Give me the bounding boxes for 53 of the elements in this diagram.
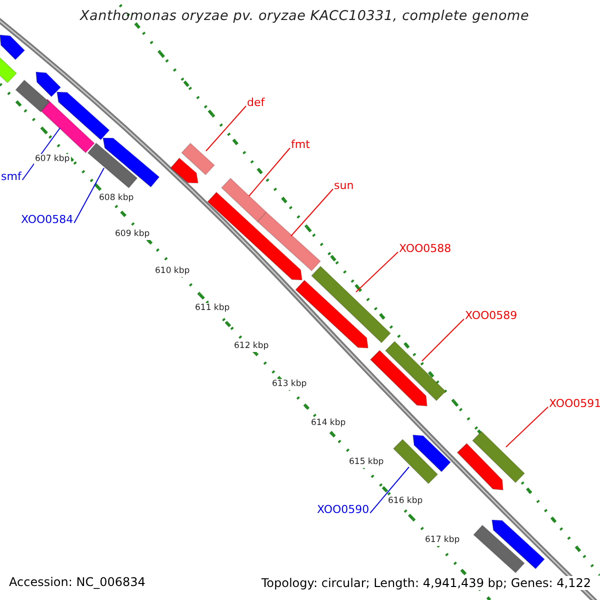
gene-segment (0, 34, 26, 60)
gene-segment (310, 266, 392, 344)
leader-line (290, 188, 334, 236)
title: Xanthomonas oryzae pv. oryzae KACC10331, complete genome (80, 10, 530, 24)
leader-line (506, 406, 548, 448)
scale-label: 615 kbp (348, 457, 385, 468)
scale-label: 608 kbp (98, 193, 135, 204)
leader-line (370, 466, 410, 514)
gene-segment (384, 340, 446, 402)
gene-label: fmt (291, 139, 310, 150)
gene-segment (472, 524, 526, 574)
scale-label: 610 kbp (154, 266, 191, 276)
gene-label: XOO0584 (21, 214, 74, 225)
scale-label: 614 kbp (310, 418, 347, 428)
gene-label: XOO0591 (549, 398, 600, 409)
gene-label: def (247, 97, 265, 108)
gene-segment (102, 138, 160, 188)
accession-text: Accession: NC_006834 (9, 576, 146, 588)
scale-label: 617 kbp (424, 535, 461, 546)
gene-segment (412, 434, 452, 472)
gene-segment (220, 178, 268, 222)
leader-line (422, 318, 464, 362)
gene-segment (256, 212, 322, 272)
gene-segment (180, 142, 216, 176)
scale-label: 616 kbp (387, 496, 424, 506)
scale-label: 612 kbp (233, 341, 270, 352)
scale-label: 613 kbp (271, 379, 308, 390)
gene-segment (56, 91, 110, 140)
genome-summary: Topology: circular; Length: 4,941,439 bp; Genes: 4,122 (259, 576, 593, 590)
gene-segment (370, 350, 428, 407)
gene-segment (294, 280, 369, 349)
gene-segment (472, 430, 526, 484)
scale-label: 607 kbp (34, 154, 71, 164)
gene-segment (170, 157, 199, 184)
leader-line (248, 148, 290, 196)
gene-label: smf (1, 171, 22, 182)
leader-line (206, 106, 246, 152)
gene-segment (456, 442, 504, 491)
gene-segment (491, 519, 546, 570)
gene-label: XOO0588 (399, 243, 452, 254)
gene-segment (15, 79, 50, 113)
gene-segment (87, 142, 138, 189)
gene-label: sun (334, 180, 354, 191)
gene-segment (0, 56, 18, 84)
gene-label: XOO0590 (317, 504, 370, 515)
gene-segment (35, 71, 62, 98)
gene-segment (206, 192, 303, 281)
scale-label: 611 kbp (194, 303, 231, 314)
leader-line (356, 252, 398, 292)
leader-line (74, 168, 104, 224)
scale-label: 609 kbp (114, 229, 151, 240)
gene-segment (392, 438, 438, 484)
gene-label: XOO0589 (465, 310, 518, 321)
